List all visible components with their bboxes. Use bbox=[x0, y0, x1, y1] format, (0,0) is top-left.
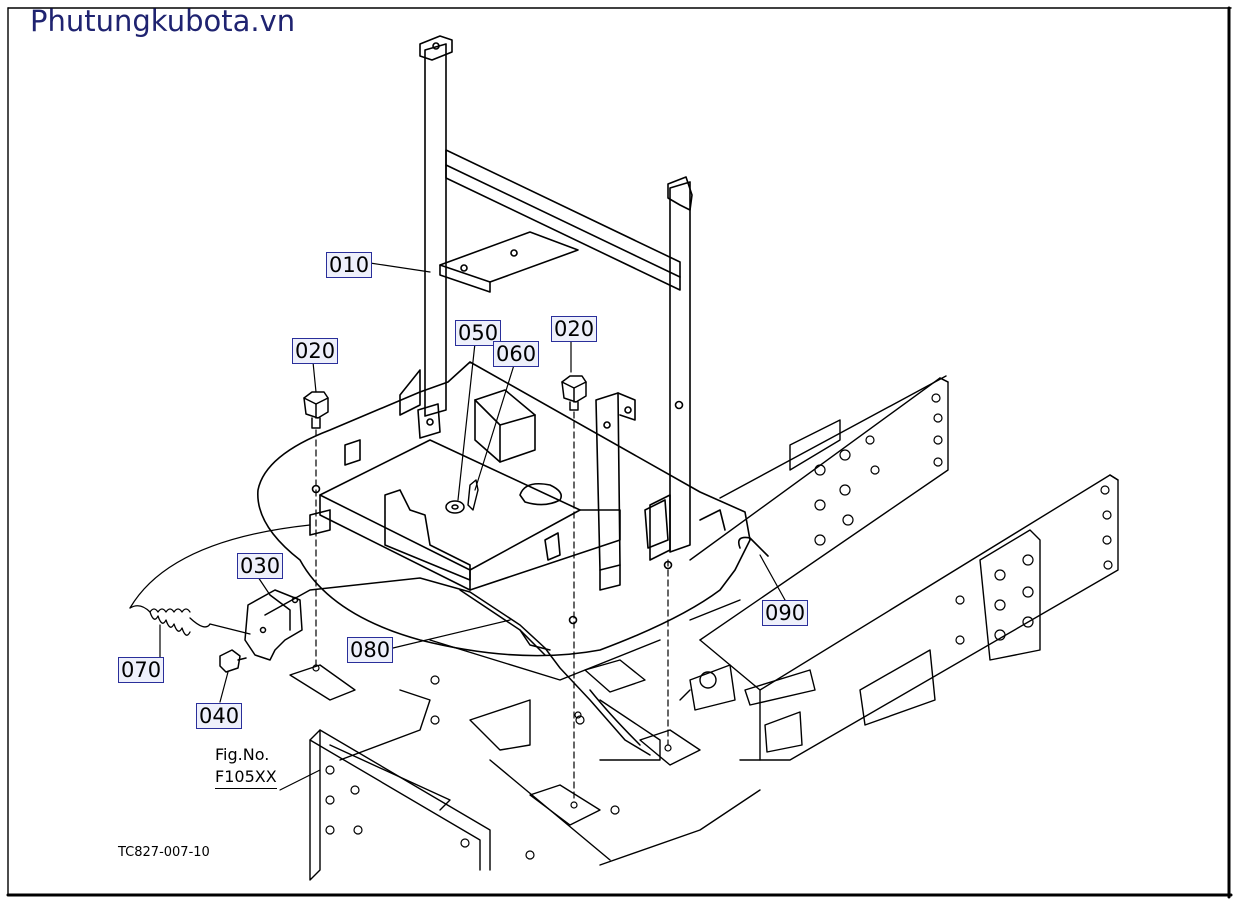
bolt-020-right bbox=[561, 375, 587, 411]
rod-080 bbox=[264, 577, 651, 756]
spring-070 bbox=[129, 524, 311, 636]
callout-040[interactable]: 040 bbox=[196, 703, 243, 729]
drawing-code: TC827-007-10 bbox=[118, 845, 210, 860]
callout-090[interactable]: 090 bbox=[762, 600, 809, 626]
callout-070[interactable]: 070 bbox=[118, 657, 165, 683]
pin-060 bbox=[467, 479, 479, 511]
battery-holder-frame bbox=[417, 35, 726, 591]
callout-010[interactable]: 010 bbox=[326, 252, 373, 278]
callout-060[interactable]: 060 bbox=[493, 341, 540, 367]
callout-020-left[interactable]: 020 bbox=[292, 338, 339, 364]
bolt-020-left bbox=[303, 391, 329, 429]
callout-080[interactable]: 080 bbox=[347, 637, 394, 663]
clamp-bracket-030 bbox=[244, 589, 303, 661]
chassis-frame bbox=[289, 375, 1119, 881]
bolt-040 bbox=[219, 649, 247, 673]
figure-reference-number: F105XX bbox=[215, 766, 277, 789]
callout-050[interactable]: 050 bbox=[455, 320, 502, 346]
figure-reference-label: Fig.No. bbox=[215, 745, 270, 764]
washer-050 bbox=[445, 500, 465, 514]
figure-reference[interactable]: Fig.No. F105XX bbox=[215, 744, 277, 789]
frame-holes bbox=[325, 393, 1113, 860]
callout-030[interactable]: 030 bbox=[237, 553, 284, 579]
callout-020-right[interactable]: 020 bbox=[551, 316, 598, 342]
small-marks bbox=[312, 664, 672, 809]
site-title: Phutungkubota.vn bbox=[30, 4, 296, 38]
hook-090 bbox=[737, 536, 769, 557]
leader-lines bbox=[159, 262, 786, 801]
